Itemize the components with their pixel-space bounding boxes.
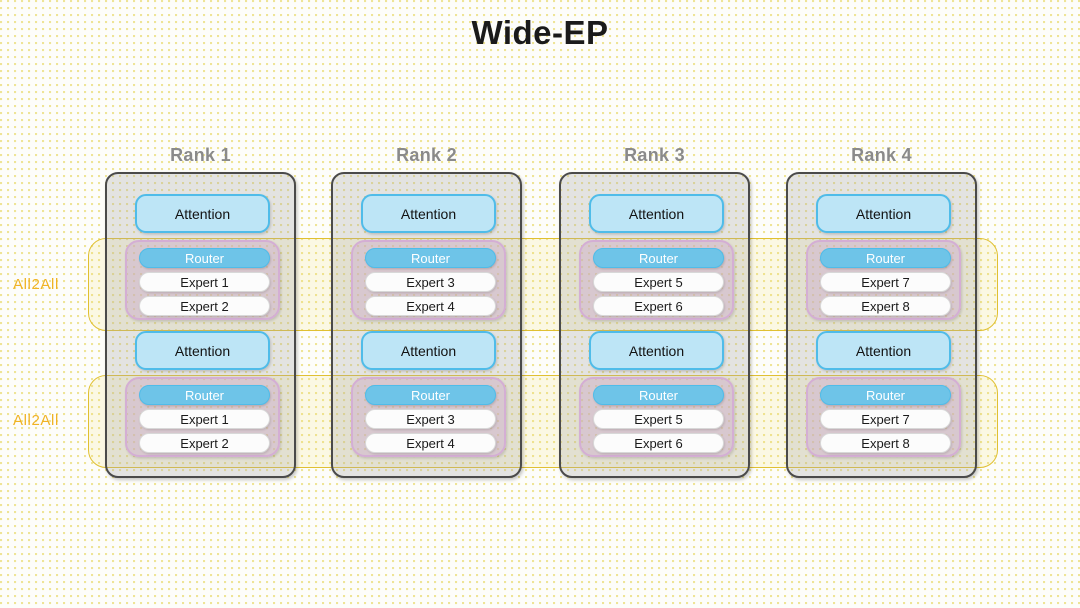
expert-pill-r4-l2-1[interactable]: Expert 7: [820, 409, 951, 429]
moe-block-r3-l1: Router Expert 5 Expert 6: [579, 240, 734, 320]
moe-block-r4-l2: Router Expert 7 Expert 8: [806, 377, 961, 457]
page-title: Wide-EP: [471, 14, 609, 51]
attention-block-r3-l2[interactable]: Attention: [589, 331, 724, 370]
router-pill-r4-l1[interactable]: Router: [820, 248, 951, 268]
rank-label-3: Rank 3: [624, 145, 685, 165]
expert-pill-r4-l1-1[interactable]: Expert 7: [820, 272, 951, 292]
all2all-label-layer-1: All2All: [13, 276, 59, 293]
rank-label-4: Rank 4: [851, 145, 912, 165]
rank-label-1: Rank 1: [170, 145, 231, 165]
all2all-label-layer-2: All2All: [13, 412, 59, 429]
router-pill-r2-l1[interactable]: Router: [365, 248, 496, 268]
expert-pill-r3-l1-2[interactable]: Expert 6: [593, 296, 724, 316]
expert-pill-r2-l1-1[interactable]: Expert 3: [365, 272, 496, 292]
moe-block-r1-l2: Router Expert 1 Expert 2: [125, 377, 280, 457]
rank-body-1: Attention Router Expert 1 Expert 2 Atten…: [105, 172, 296, 478]
expert-pill-r1-l2-2[interactable]: Expert 2: [139, 433, 270, 453]
router-pill-r3-l1[interactable]: Router: [593, 248, 724, 268]
router-pill-r2-l2[interactable]: Router: [365, 385, 496, 405]
expert-pill-r4-l2-2[interactable]: Expert 8: [820, 433, 951, 453]
expert-pill-r2-l2-2[interactable]: Expert 4: [365, 433, 496, 453]
moe-block-r2-l1: Router Expert 3 Expert 4: [351, 240, 506, 320]
attention-block-r1-l1[interactable]: Attention: [135, 194, 270, 233]
moe-block-r3-l2: Router Expert 5 Expert 6: [579, 377, 734, 457]
attention-block-r4-l1[interactable]: Attention: [816, 194, 951, 233]
attention-block-r2-l2[interactable]: Attention: [361, 331, 496, 370]
expert-pill-r1-l1-1[interactable]: Expert 1: [139, 272, 270, 292]
moe-block-r4-l1: Router Expert 7 Expert 8: [806, 240, 961, 320]
expert-pill-r4-l1-2[interactable]: Expert 8: [820, 296, 951, 316]
router-pill-r4-l2[interactable]: Router: [820, 385, 951, 405]
attention-block-r3-l1[interactable]: Attention: [589, 194, 724, 233]
expert-pill-r2-l1-2[interactable]: Expert 4: [365, 296, 496, 316]
expert-pill-r1-l2-1[interactable]: Expert 1: [139, 409, 270, 429]
rank-body-4: Attention Router Expert 7 Expert 8 Atten…: [786, 172, 977, 478]
expert-pill-r2-l2-1[interactable]: Expert 3: [365, 409, 496, 429]
expert-pill-r3-l2-2[interactable]: Expert 6: [593, 433, 724, 453]
moe-block-r1-l1: Router Expert 1 Expert 2: [125, 240, 280, 320]
moe-block-r2-l2: Router Expert 3 Expert 4: [351, 377, 506, 457]
expert-pill-r3-l2-1[interactable]: Expert 5: [593, 409, 724, 429]
attention-block-r1-l2[interactable]: Attention: [135, 331, 270, 370]
router-pill-r1-l1[interactable]: Router: [139, 248, 270, 268]
router-pill-r3-l2[interactable]: Router: [593, 385, 724, 405]
router-pill-r1-l2[interactable]: Router: [139, 385, 270, 405]
rank-label-2: Rank 2: [396, 145, 457, 165]
attention-block-r2-l1[interactable]: Attention: [361, 194, 496, 233]
attention-block-r4-l2[interactable]: Attention: [816, 331, 951, 370]
rank-body-3: Attention Router Expert 5 Expert 6 Atten…: [559, 172, 750, 478]
expert-pill-r1-l1-2[interactable]: Expert 2: [139, 296, 270, 316]
expert-pill-r3-l1-1[interactable]: Expert 5: [593, 272, 724, 292]
rank-body-2: Attention Router Expert 3 Expert 4 Atten…: [331, 172, 522, 478]
